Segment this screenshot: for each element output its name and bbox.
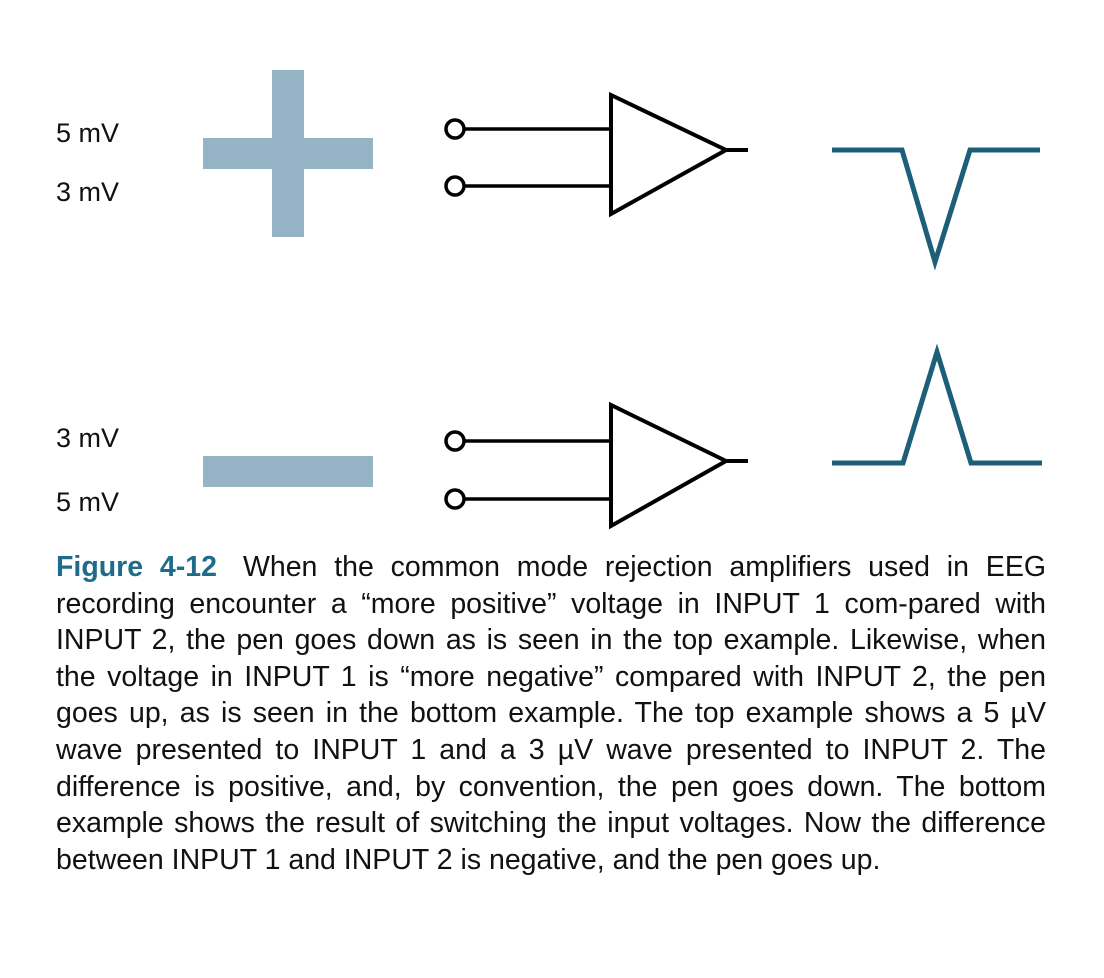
top-amplifier-triangle-icon [609, 91, 731, 218]
plus-icon [203, 70, 373, 237]
bottom-input1-voltage-label: 3 mV [56, 423, 119, 453]
minus-icon [203, 456, 373, 487]
top-amplifier [444, 91, 748, 218]
top-input2-voltage-label: 3 mV [56, 177, 119, 207]
bottom-example: 3 mV 5 mV [56, 343, 1042, 530]
top-waveform-pen-down [832, 147, 1040, 271]
bottom-input2-voltage-label: 5 mV [56, 487, 119, 517]
bottom-amplifier [444, 401, 748, 530]
top-input1-voltage-label: 5 mV [56, 118, 119, 148]
top-example: 5 mV 3 mV [56, 70, 1040, 271]
bottom-amplifier-triangle-icon [609, 401, 731, 530]
bottom-input1-terminal [444, 430, 466, 452]
caption-text: When the common mode rejection amplifier… [56, 551, 1046, 876]
bottom-waveform-pen-up [832, 343, 1042, 466]
top-input2-terminal [444, 175, 466, 197]
figure-label: Figure 4-12 [56, 551, 217, 583]
bottom-input2-terminal [444, 488, 466, 510]
amplifier-diagram: 5 mV 3 mV 3 mV 5 mV [56, 70, 1042, 530]
top-input1-terminal [444, 118, 466, 140]
